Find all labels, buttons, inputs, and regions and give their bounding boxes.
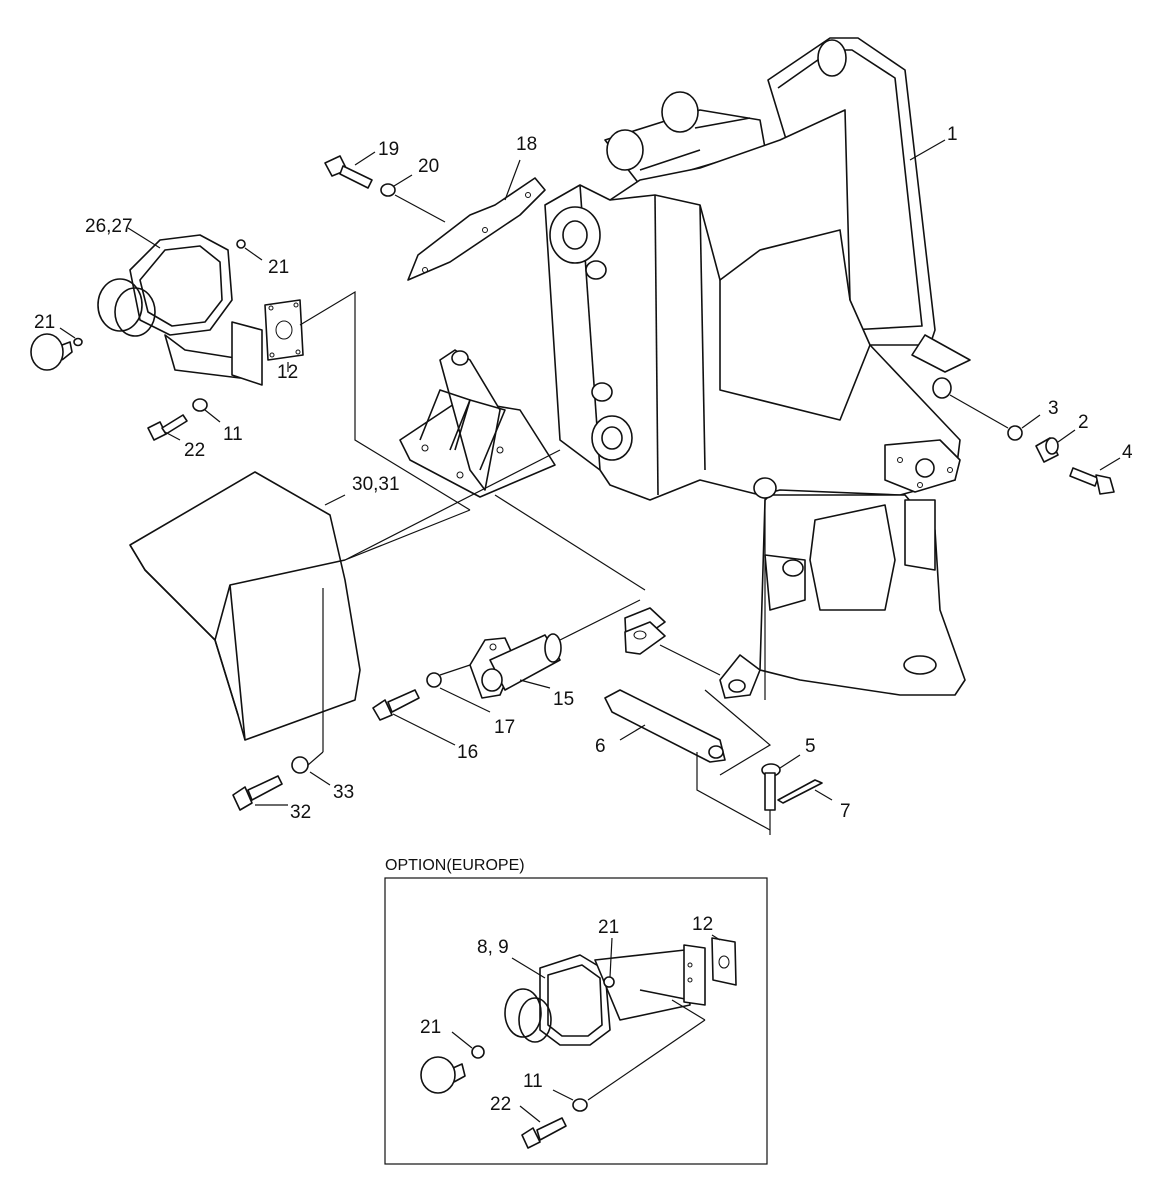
cotter-part-7 <box>777 779 833 804</box>
callout-21-left: 21 <box>34 312 55 333</box>
bolt-part-16 <box>372 689 456 746</box>
inset-callout-12: 12 <box>692 914 713 935</box>
plate-part-18 <box>407 159 546 281</box>
callout-26-27: 26,27 <box>85 216 133 237</box>
inset-option-europe <box>384 877 768 1165</box>
callout-1: 1 <box>947 124 958 145</box>
link-part-6 <box>604 689 771 831</box>
main-frame-part <box>544 37 971 700</box>
callout-12: 12 <box>277 362 298 383</box>
mount-bracket <box>399 349 556 498</box>
callout-21-upper: 21 <box>268 257 289 278</box>
pin-part-15 <box>469 599 641 699</box>
callout-16: 16 <box>457 742 478 763</box>
callout-32: 32 <box>290 802 311 823</box>
muffler-part-26-27 <box>30 227 263 386</box>
washer-part-11 <box>192 398 221 423</box>
inset-title: OPTION(EUROPE) <box>385 857 525 874</box>
washer-part-17 <box>426 664 491 713</box>
callout-15: 15 <box>553 689 574 710</box>
bolt-part-22 <box>147 414 188 441</box>
callout-33: 33 <box>333 782 354 803</box>
callout-labels: 1 2 3 4 5 6 7 11 12 15 16 17 18 19 20 21… <box>34 124 1133 1115</box>
callout-30-31: 30,31 <box>352 474 400 495</box>
callout-2: 2 <box>1078 412 1089 433</box>
callout-5: 5 <box>805 736 816 757</box>
pin-part-5 <box>761 754 801 835</box>
spacer-part-2 <box>1035 429 1076 463</box>
lug-plates <box>494 494 772 776</box>
bolt-part-4 <box>1069 457 1121 495</box>
callout-6: 6 <box>595 736 606 757</box>
callout-4: 4 <box>1122 442 1133 463</box>
inset-callout-8-9: 8, 9 <box>477 937 509 958</box>
cover-part-30-31 <box>129 449 561 752</box>
inset-callout-22: 22 <box>490 1094 511 1115</box>
callout-11: 11 <box>223 424 243 445</box>
washer-part-33 <box>291 751 331 786</box>
callout-17: 17 <box>494 717 515 738</box>
callout-18: 18 <box>516 134 537 155</box>
callout-22: 22 <box>184 440 205 461</box>
callout-19: 19 <box>378 139 399 160</box>
callout-3: 3 <box>1048 398 1059 419</box>
washer-part-20 <box>380 174 446 223</box>
plate-part-12 <box>264 290 471 511</box>
bolt-part-19 <box>324 151 376 189</box>
inset-callout-21-left: 21 <box>420 1017 441 1038</box>
washer-part-3 <box>949 394 1041 441</box>
inset-callout-21-upper: 21 <box>598 917 619 938</box>
bolt-part-32 <box>232 775 288 811</box>
inset-callout-11: 11 <box>523 1071 543 1092</box>
callout-20: 20 <box>418 156 439 177</box>
callout-7: 7 <box>840 801 851 822</box>
